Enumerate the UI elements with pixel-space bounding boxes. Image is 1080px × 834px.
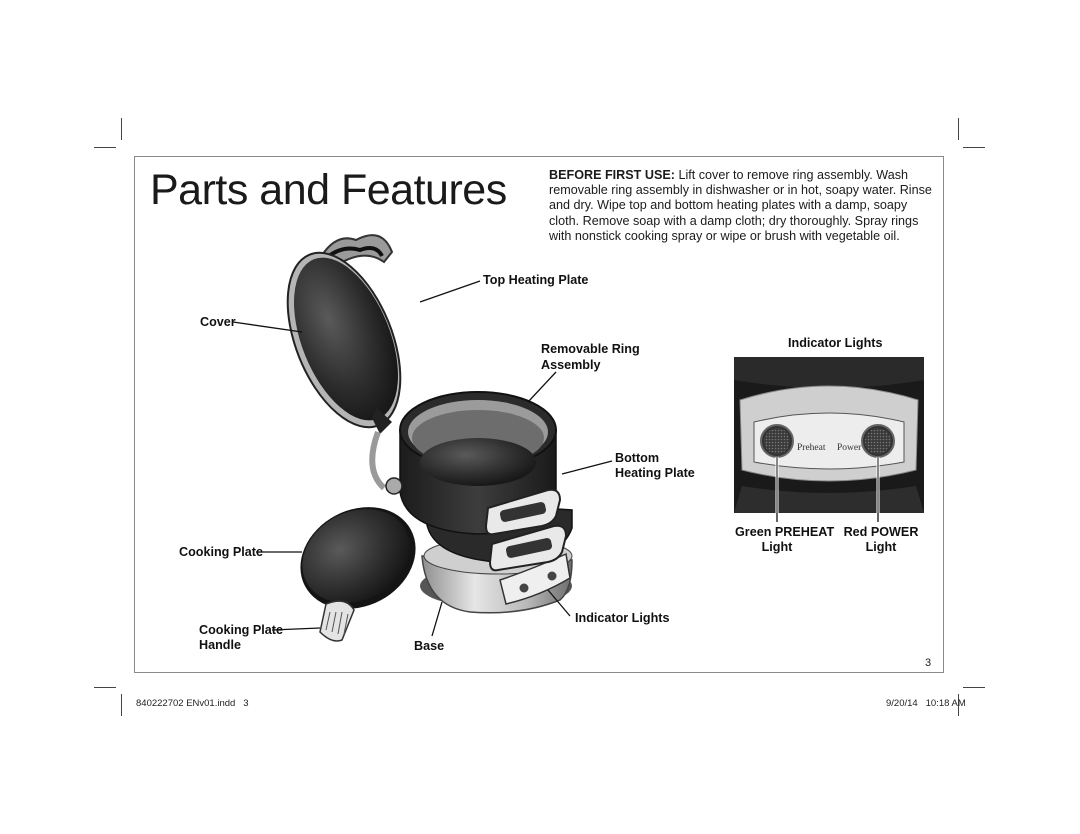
label-bottom-heating-plate-line2: Heating Plate [615, 466, 695, 480]
cover-assembly [286, 234, 402, 491]
label-red-power-light: Light [865, 540, 897, 554]
indicator-lights-inset: Preheat Power [734, 357, 924, 522]
page-frame [134, 156, 944, 673]
crop-mark [94, 147, 116, 148]
cooking-plate [300, 477, 416, 609]
label-removable-ring-line1: Removable Ring [541, 342, 640, 356]
label-removable-ring-line2: Assembly [541, 358, 601, 372]
crop-mark [963, 687, 985, 688]
before-first-use-heading: BEFORE FIRST USE: [549, 168, 675, 182]
label-indicator-lights: Indicator Lights [575, 611, 670, 625]
label-cover: Cover [200, 315, 236, 329]
label-bottom-heating-plate-line1: Bottom [615, 451, 660, 465]
removable-ring-assembly [399, 391, 568, 572]
crop-mark [963, 147, 985, 148]
label-green-preheat-light: Light [761, 540, 793, 554]
crop-mark [94, 687, 116, 688]
label-red-power: Red POWER [843, 525, 919, 539]
crop-mark [958, 118, 959, 140]
page-number: 3 [925, 657, 932, 669]
cooking-plate-handle [319, 600, 355, 642]
label-top-heating-plate: Top Heating Plate [483, 273, 589, 287]
inset-heading: Indicator Lights [788, 336, 883, 350]
label-cooking-plate: Cooking Plate [179, 545, 263, 559]
before-first-use-text: BEFORE FIRST USE: Lift cover to remove r… [549, 168, 935, 244]
label-cooking-plate-handle-line2: Handle [199, 638, 241, 652]
label-base: Base [414, 639, 445, 653]
slug-date: 9/20/14 10:18 AM [886, 698, 966, 709]
label-green-preheat: Green PREHEAT [735, 525, 835, 539]
panel-power-text: Power [837, 443, 862, 453]
panel-preheat-text: Preheat [797, 443, 826, 453]
before-first-use-body: Lift cover to remove ring assembly. Wash… [549, 168, 932, 243]
crop-mark [121, 694, 122, 716]
crop-mark [121, 118, 122, 140]
leader-lines [232, 280, 613, 637]
slug-filename: 840222702 ENv01.indd 3 [136, 698, 249, 709]
crop-mark [958, 694, 959, 716]
label-cooking-plate-handle-line1: Cooking Plate [199, 623, 283, 637]
page-title: Parts and Features [150, 166, 507, 214]
